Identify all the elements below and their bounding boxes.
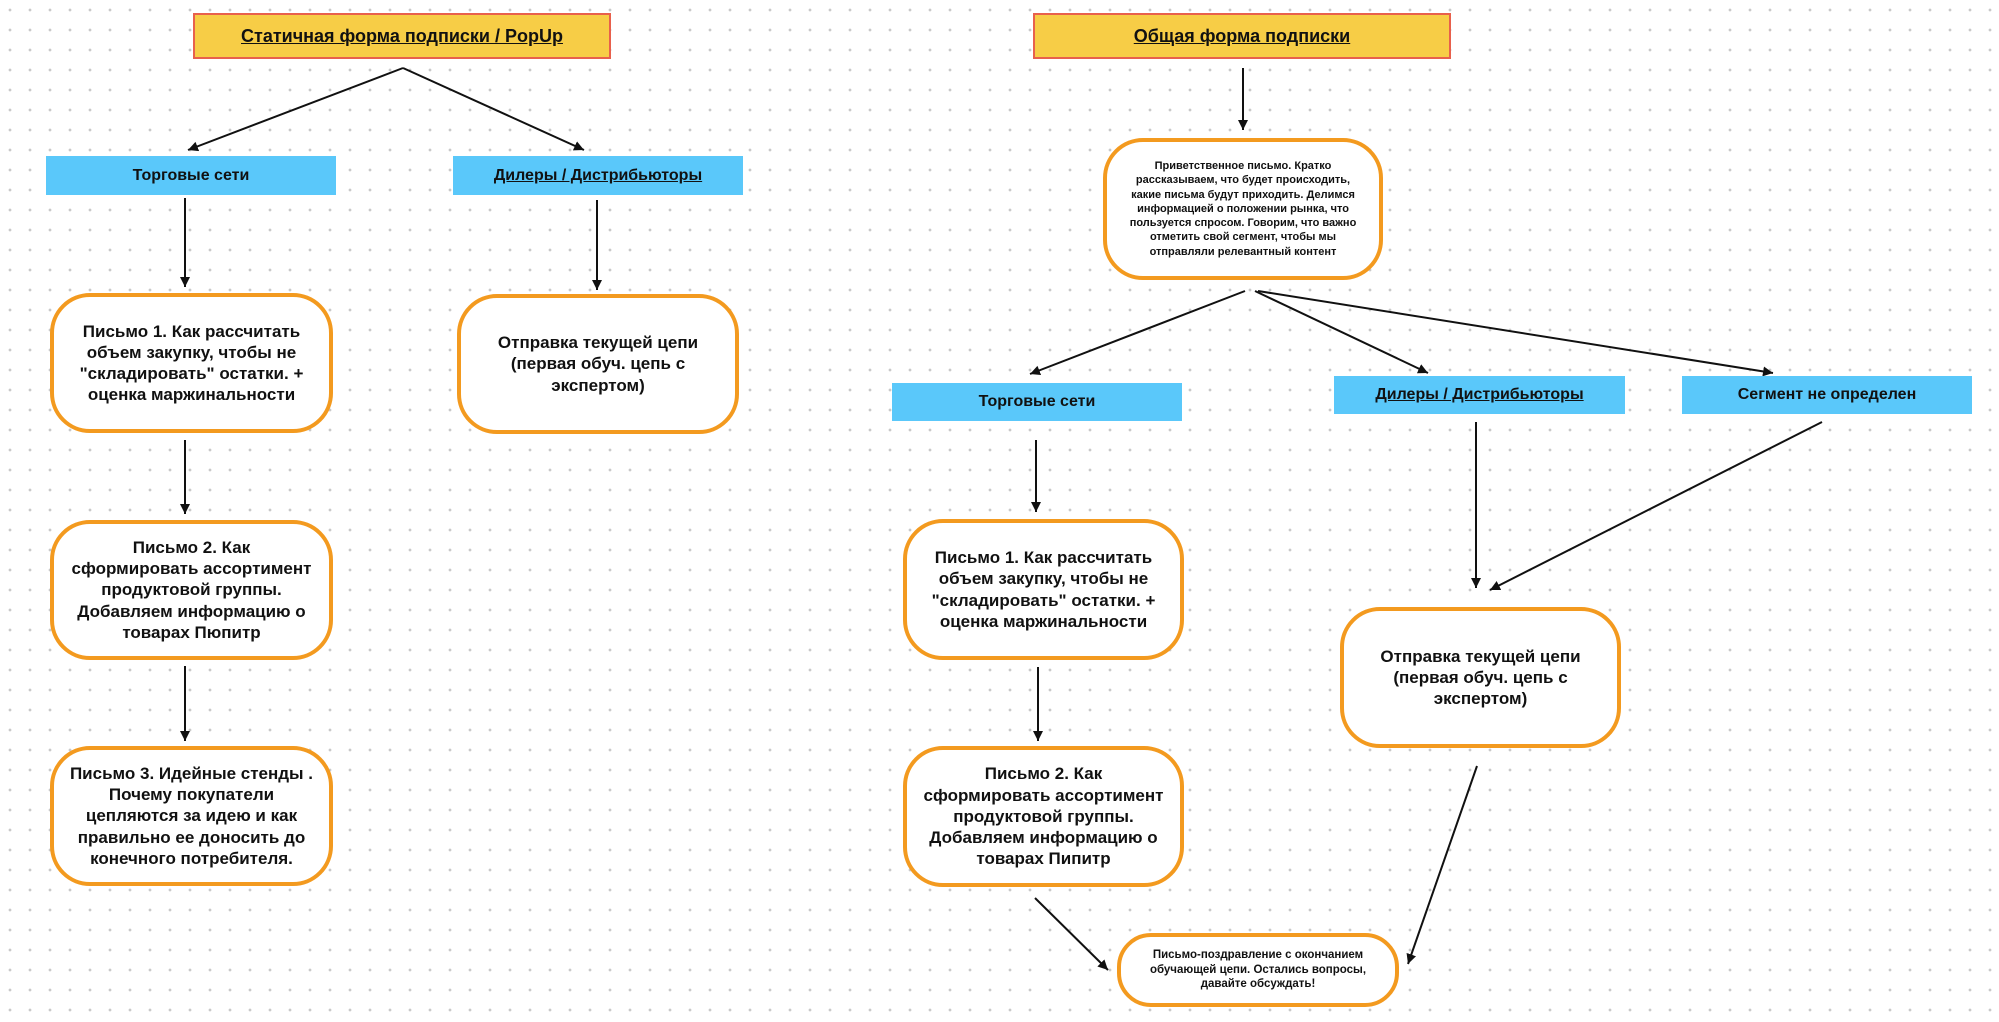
left-title-label: Статичная форма подписки / PopUp: [241, 25, 563, 46]
left-segment-retail-label: Торговые сети: [132, 166, 250, 184]
right-segment-dealers-label: Дилеры / Дистрибьюторы: [1375, 386, 1584, 403]
left-letter-3-text: Письмо 3. Идейные стенды . Почему покупа…: [69, 763, 314, 868]
left-letter-1: Письмо 1. Как рассчитать объем закупку, …: [50, 293, 333, 433]
right-segment-undefined: Сегмент не определен: [1682, 376, 1972, 414]
left-dealers-chain: Отправка текущей цепи (первая обуч. цепь…: [457, 294, 739, 434]
left-title-static-popup-form: Статичная форма подписки / PopUp: [193, 13, 611, 59]
left-dealers-chain-text: Отправка текущей цепи (первая обуч. цепь…: [497, 333, 699, 395]
right-segment-retail: Торговые сети: [892, 383, 1182, 421]
arrow-left-title-to-retail: [187, 67, 404, 152]
right-segment-undefined-label: Сегмент не определен: [1737, 386, 1917, 403]
arrow-welcome-to-dealers: [1254, 290, 1429, 374]
right-dealers-chain: Отправка текущей цепи (первая обуч. цепь…: [1340, 607, 1621, 748]
left-letter-2: Письмо 2. Как сформировать ассортимент п…: [50, 520, 333, 660]
right-dealers-chain-text: Отправка текущей цепи (первая обуч. цепь…: [1380, 646, 1581, 709]
right-title-general-form: Общая форма подписки: [1033, 13, 1451, 59]
right-letter-1: Письмо 1. Как рассчитать объем закупку, …: [903, 519, 1184, 660]
left-letter-3: Письмо 3. Идейные стенды . Почему покупа…: [50, 746, 333, 886]
right-letter-2-text: Письмо 2. Как сформировать ассортимент п…: [923, 764, 1164, 869]
right-letter-2: Письмо 2. Как сформировать ассортимент п…: [903, 746, 1184, 887]
left-letter-2-text: Письмо 2. Как сформировать ассортимент п…: [71, 537, 312, 642]
right-letter-1-text: Письмо 1. Как рассчитать объем закупку, …: [931, 548, 1156, 631]
final-letter-text: Письмо-поздравление с окончанием обучающ…: [1149, 948, 1367, 991]
welcome-letter: Приветственное письмо. Кратко рассказыва…: [1103, 138, 1383, 280]
left-segment-dealers-label: Дилеры / Дистрибьюторы: [493, 166, 703, 184]
left-segment-dealers: Дилеры / Дистрибьюторы: [453, 156, 743, 195]
right-segment-dealers: Дилеры / Дистрибьюторы: [1334, 376, 1625, 414]
left-segment-retail: Торговые сети: [46, 156, 336, 195]
final-letter: Письмо-поздравление с окончанием обучающ…: [1117, 933, 1399, 1007]
arrow-undefined-to-chain: [1489, 421, 1823, 591]
right-segment-retail-label: Торговые сети: [978, 393, 1096, 410]
left-letter-1-text: Письмо 1. Как рассчитать объем закупку, …: [79, 321, 304, 405]
welcome-letter-text: Приветственное письмо. Кратко рассказыва…: [1129, 159, 1357, 258]
arrow-chain-to-final: [1406, 765, 1478, 965]
right-title-label: Общая форма подписки: [1133, 25, 1351, 46]
arrow-right-letter2-to-final: [1034, 897, 1109, 971]
arrow-welcome-to-undefined: [1257, 290, 1774, 377]
arrow-left-title-to-dealers: [402, 67, 585, 151]
arrow-welcome-to-retail: [1029, 290, 1246, 376]
